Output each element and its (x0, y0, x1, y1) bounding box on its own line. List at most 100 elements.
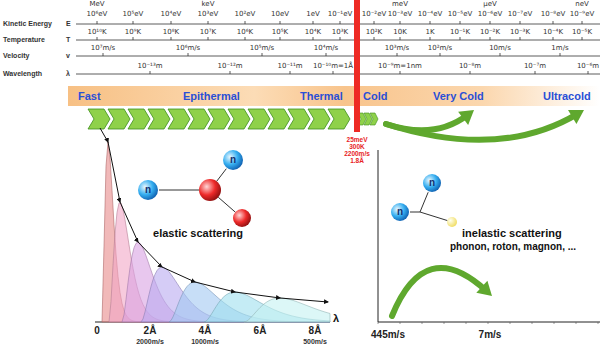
neutron-ball: n (391, 203, 409, 221)
spectrum-lobe (169, 282, 330, 322)
flow-chevron (228, 109, 250, 129)
neutron-track (159, 190, 199, 191)
scale-symbol: v (66, 52, 70, 59)
process-caption: elastic scattering (153, 228, 243, 239)
nucleus-ball (199, 179, 221, 201)
scale-value: 10⁻⁷eV (508, 11, 533, 18)
band-label: Thermal (300, 91, 343, 102)
scale-value: 10⁻²eV (362, 11, 387, 18)
scale-tick (374, 37, 375, 40)
thermal-marker (354, 0, 360, 86)
scale-value: 10⁻¹K (450, 29, 470, 36)
scale-value: 10⁷K (200, 29, 216, 36)
scale-value: 10⁸K (163, 29, 179, 36)
scale-value: 10eV (271, 11, 289, 18)
spectrum-lobe (244, 298, 330, 322)
axis-value: 2Å (144, 326, 157, 336)
scale-tick (500, 53, 501, 56)
neutron-ball: n (138, 180, 158, 200)
scale-value: 10⁻⁷m (524, 63, 546, 70)
scale-value: 10²m/s (428, 45, 453, 52)
scale-tick (313, 21, 314, 24)
scale-value: 1K (425, 29, 434, 36)
neutron-track (217, 169, 227, 182)
scale-tick (560, 53, 561, 56)
scale-tick (490, 21, 491, 24)
scale-value: 10⁴m/s (314, 45, 339, 52)
unit-prefix: meV (392, 1, 408, 8)
axis-tick (554, 322, 555, 324)
scale-tick (400, 21, 401, 24)
scale-name: Temperature (3, 36, 45, 43)
scale-value: 10⁻⁹m=1nm (378, 63, 422, 70)
scale-value: 10⁵eV (123, 11, 144, 18)
scale-tick (553, 37, 554, 40)
thermal-value: 300K (349, 144, 365, 151)
axis-value: 4Å (199, 326, 212, 336)
scale-value: 10⁵K (272, 29, 288, 36)
scale-tick (333, 71, 334, 74)
transfer-arrow (392, 268, 486, 316)
scale-value: 10⁻²K (480, 29, 500, 36)
nucleus-ball (233, 209, 251, 227)
scale-tick (245, 37, 246, 40)
neutron-track (410, 212, 420, 213)
axis-tick (422, 322, 423, 324)
thermal-value: 1.8Å (350, 158, 364, 165)
axis-tick (400, 322, 401, 324)
scale-symbol: T (66, 36, 70, 43)
particle-symbol: n (230, 155, 236, 165)
scale-value: 10⁻³K (510, 29, 530, 36)
unit-prefix: μeV (483, 1, 497, 8)
axis-value: 1000m/s (191, 338, 219, 345)
scale-value: 10m/s (489, 45, 511, 52)
unit-prefix: keV (202, 1, 215, 8)
scale-tick (520, 21, 521, 24)
process-caption: phonon, roton, magnon, ... (450, 242, 576, 252)
axis-symbol: λ (333, 313, 339, 324)
axis-value: 500m/s (303, 338, 327, 345)
scale-tick (171, 37, 172, 40)
axis-tick (576, 322, 577, 324)
excitation-track (420, 212, 447, 221)
transfer-arrowhead (458, 110, 474, 125)
scale-value: 10⁻⁸m (459, 63, 481, 70)
scale-value: 10⁻⁶m (577, 63, 599, 70)
flow-chevron (370, 113, 378, 125)
excitation-ball (447, 217, 457, 227)
axis-tick (510, 322, 511, 324)
flow-chevron (288, 109, 310, 129)
particle-symbol: n (145, 185, 151, 195)
axis-value: 6Å (254, 326, 267, 336)
scale-symbol: E (66, 20, 71, 27)
neutron-circle (223, 150, 243, 170)
axis-value: 7m/s (479, 330, 502, 340)
axis-value: 8Å (309, 326, 322, 336)
scale-tick (400, 37, 401, 40)
axis-value: 2000m/s (136, 338, 164, 345)
scale-value: 10⁻⁴K (543, 29, 563, 36)
spectrum-lobe (109, 203, 330, 322)
axis-value: 0 (94, 326, 100, 336)
scale-value: 10³K (332, 29, 348, 36)
transfer-arrowhead (476, 281, 492, 296)
particle-symbol: n (429, 178, 435, 188)
scale-value: 10⁶eV (87, 11, 108, 18)
transfer-arrow (386, 114, 577, 140)
process-caption: inelastic scattering (462, 228, 562, 239)
scale-axis (76, 74, 600, 75)
band-label: Very Cold (433, 91, 484, 102)
band-label: Cold (363, 91, 387, 102)
scale-tick (553, 21, 554, 24)
flow-chevron (188, 109, 210, 129)
flow-chevron (88, 109, 110, 129)
axis-tick (598, 322, 599, 324)
thermal-value: 2200m/s (344, 151, 370, 158)
scale-tick (588, 71, 589, 74)
scale-tick (430, 37, 431, 40)
scale-value: 10⁻⁶eV (478, 11, 503, 18)
flow-chevron (128, 109, 150, 129)
scale-tick (397, 53, 398, 56)
velocity-axis (378, 150, 379, 322)
scale-tick (400, 71, 401, 74)
